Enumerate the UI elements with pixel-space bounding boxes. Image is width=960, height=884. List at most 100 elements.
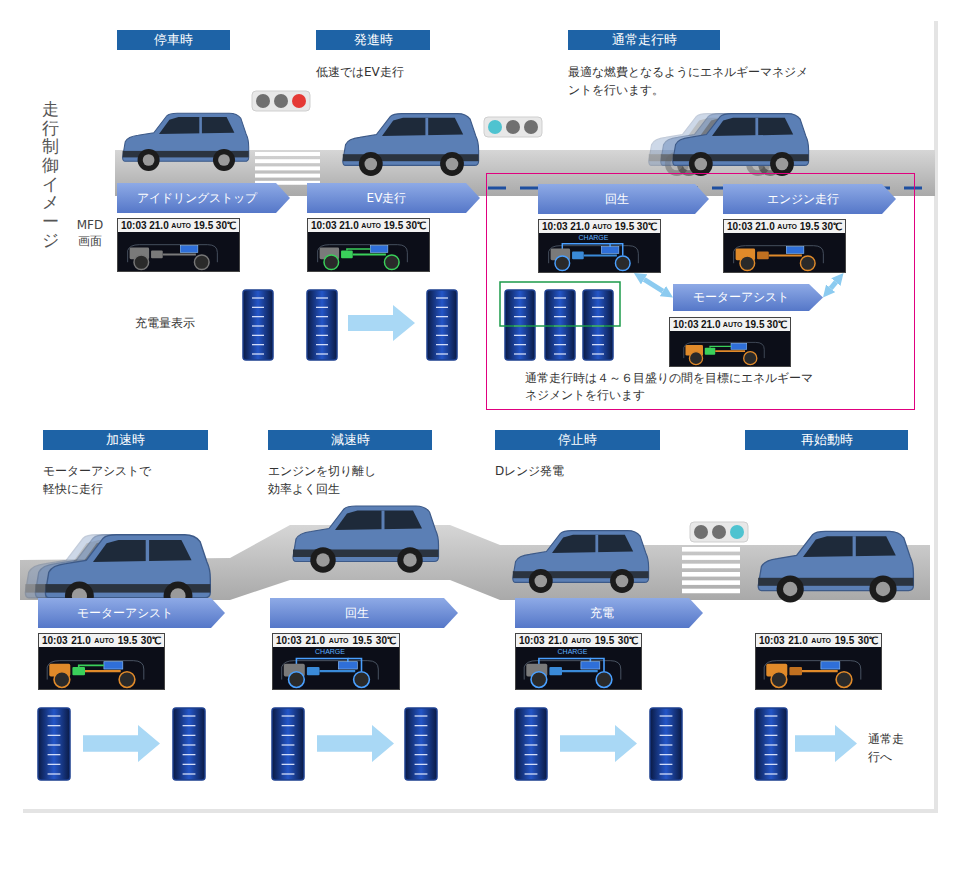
band-text: EV走行 — [367, 190, 407, 207]
crosswalk-stripe — [682, 555, 740, 560]
battery-indicator — [152, 650, 161, 687]
crosswalk-stripe — [682, 547, 740, 552]
drive-shaft — [769, 254, 802, 256]
battery-gauge — [583, 290, 613, 360]
mode-arrow-band: モーターアシスト — [38, 598, 225, 628]
gauge-tick — [252, 353, 264, 354]
phase-header: 停止時 — [495, 430, 660, 450]
status-text: 21.0 — [788, 635, 807, 646]
status-text: 10:03 — [519, 635, 545, 646]
mode-arrow-band: エンジン走行 — [723, 184, 896, 214]
gauge-tick — [415, 715, 428, 716]
car-rim — [365, 158, 378, 171]
gauge-tick — [183, 725, 196, 726]
battery-gauge — [173, 708, 205, 780]
status-text: 19.5 — [384, 220, 403, 231]
chassis-wheel — [800, 256, 815, 271]
header-text: 再始動時 — [801, 431, 853, 449]
gauge-tick — [514, 307, 526, 308]
status-bar: 10:0321.0AUTO19.530℃ — [539, 220, 660, 233]
car-pillar — [595, 535, 598, 553]
transition-arrow — [83, 725, 160, 762]
gauge-tick — [514, 344, 526, 345]
car-window — [552, 535, 633, 553]
status-text: AUTO — [811, 637, 831, 644]
gauge-tick — [592, 316, 604, 317]
status-text: 19.5 — [835, 635, 854, 646]
crosswalk-stripe — [682, 589, 740, 594]
gauge-tick — [48, 744, 61, 745]
energy-flow — [710, 346, 731, 347]
band-arrow — [117, 183, 290, 213]
gauge-tick — [48, 715, 61, 716]
car — [123, 113, 249, 171]
chassis-wheel — [354, 672, 370, 688]
status-text: 30℃ — [767, 318, 787, 332]
gauge-tick — [765, 773, 778, 774]
status-text: 10:03 — [42, 635, 68, 646]
chassis-wheel — [384, 255, 399, 270]
battery-gauge — [545, 290, 575, 360]
car-pillar — [853, 536, 856, 557]
status-text: 19.5 — [194, 220, 213, 231]
hybrid-battery — [786, 247, 804, 254]
car-wheel — [610, 569, 634, 593]
gauge-tick — [282, 715, 295, 716]
mfd-screen: 10:0321.0AUTO19.530℃ — [38, 633, 165, 690]
car — [343, 114, 479, 176]
hybrid-battery — [821, 662, 840, 669]
gauge-tick — [282, 773, 295, 774]
mfd-screen: 10:0321.0 AUTO 19.5 30℃ — [755, 633, 882, 690]
energy-flow — [347, 249, 370, 250]
gauge-tick — [415, 773, 428, 774]
battery-indicator — [648, 236, 657, 270]
gauge-tick — [316, 297, 328, 298]
battery-gauge — [427, 290, 457, 360]
battery-gauge — [38, 708, 70, 780]
car-pillar — [425, 118, 428, 136]
gauge-tick — [514, 316, 526, 317]
mfd-screen: 10:0321.0AUTO19.530℃ — [307, 218, 430, 272]
chassis-illustration — [726, 233, 831, 272]
transition-arrow — [560, 725, 637, 762]
status-text: 10:03 — [759, 635, 785, 646]
crosswalk-stripe — [682, 580, 740, 585]
gauge-tick — [765, 725, 778, 726]
gauge-tick — [436, 344, 448, 345]
car-window — [93, 540, 192, 562]
mfd-screen: 10:0321.0AUTO19.530℃ — [723, 219, 846, 273]
status-bar: 10:0321.0AUTO19.530℃ — [118, 219, 239, 232]
motor-unit — [151, 251, 163, 259]
car-wheel — [440, 152, 464, 176]
mfd-screen: 10:0321.0AUTO19.530℃CHARGE — [538, 219, 661, 273]
gauge-tick — [765, 735, 778, 736]
gauge-tick — [252, 325, 264, 326]
car-rim — [446, 158, 459, 171]
gauge-tick — [765, 754, 778, 755]
gauge-tick — [183, 764, 196, 765]
battery-gauge — [650, 708, 682, 780]
car-pillar — [146, 540, 149, 562]
traffic-light-lamp — [256, 94, 270, 108]
status-text: 30℃ — [376, 634, 396, 648]
gauge-tick — [316, 335, 328, 336]
status-bar: 10:0321.0AUTO19.530℃ — [516, 634, 641, 647]
gauge-tick — [592, 353, 604, 354]
car — [673, 114, 809, 176]
status-bar: 10:0321.0AUTO19.530℃ — [39, 634, 164, 647]
gauge-tick — [765, 764, 778, 765]
crosswalk-stripe — [255, 152, 320, 156]
motor-unit — [757, 252, 769, 260]
band-text: 回生 — [345, 605, 369, 622]
battery-indicator — [417, 235, 426, 269]
crosswalk-stripe — [255, 174, 320, 178]
car-pillar — [382, 511, 385, 531]
status-bar: 10:0321.0AUTO19.530℃ — [308, 219, 429, 232]
status-text: 30℃ — [858, 634, 878, 648]
crosswalk-stripe — [255, 166, 320, 170]
gauge-tick — [525, 735, 538, 736]
status-bar: 10:0321.0AUTO19.530℃ — [670, 318, 790, 331]
car-window — [382, 118, 463, 136]
gauge-tick — [525, 754, 538, 755]
mfd-screen: 10:0321.0AUTO19.530℃CHARGE — [515, 633, 642, 690]
